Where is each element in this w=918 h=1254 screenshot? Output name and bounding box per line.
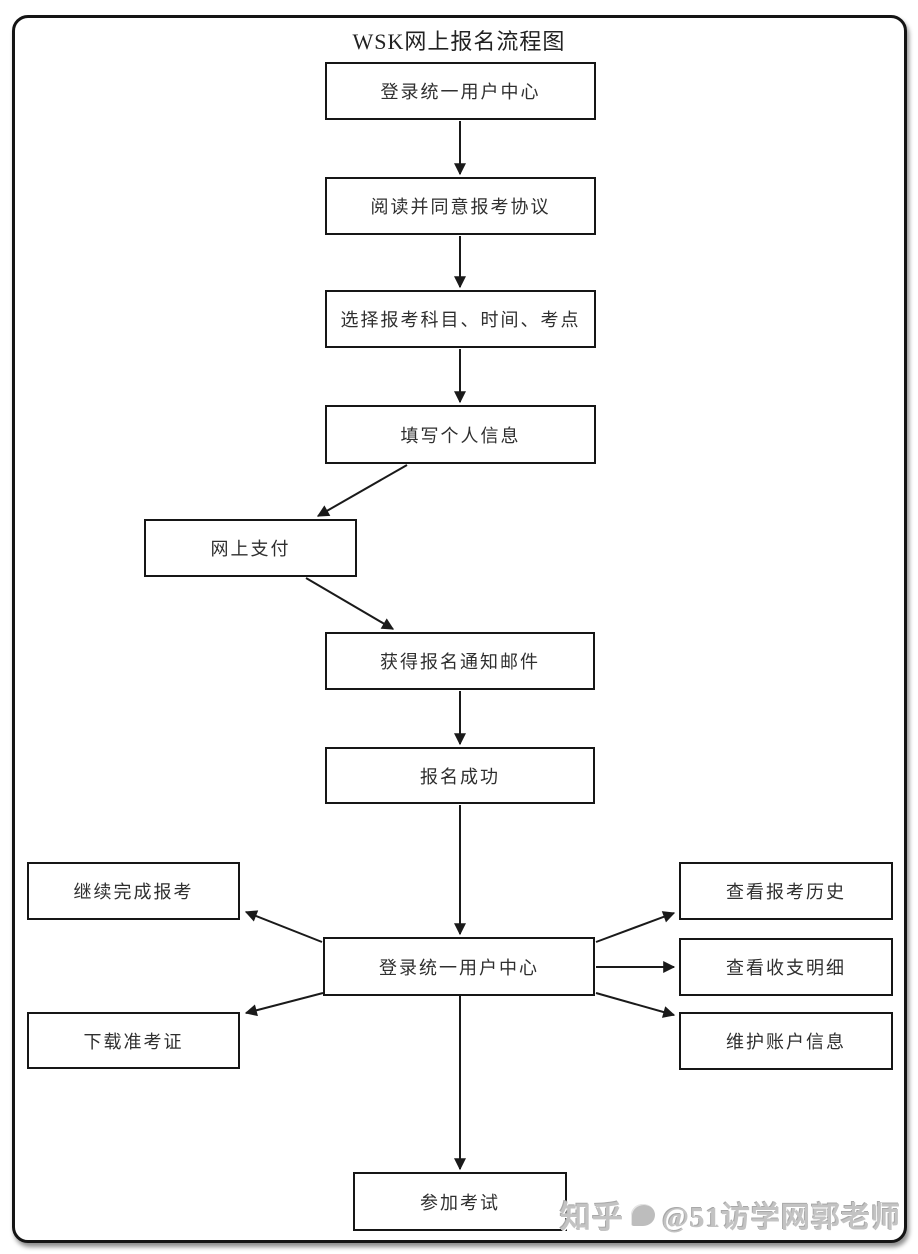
diagram-title: WSK网上报名流程图: [352, 29, 566, 54]
node-maintain-account: 维护账户信息: [679, 1012, 893, 1070]
node-agree-protocol: 阅读并同意报考协议: [325, 177, 596, 235]
watermark: 知乎 @51访学网郭老师: [560, 1192, 901, 1237]
node-notification-email: 获得报名通知邮件: [325, 632, 595, 690]
node-select-subject: 选择报考科目、时间、考点: [325, 290, 596, 348]
watermark-author-handle: @51访学网郭老师: [662, 1201, 901, 1234]
node-fill-personal-info: 填写个人信息: [325, 405, 596, 464]
zhihu-logo-icon: [631, 1203, 655, 1226]
node-view-history: 查看报考历史: [679, 862, 893, 920]
node-registration-success: 报名成功: [325, 747, 595, 804]
node-continue-registration: 继续完成报考: [27, 862, 240, 920]
node-download-ticket: 下载准考证: [27, 1012, 240, 1069]
zhihu-wordmark: 知乎: [560, 1200, 624, 1235]
node-online-payment: 网上支付: [144, 519, 357, 577]
node-login-user-center: 登录统一用户中心: [325, 62, 596, 120]
node-take-exam: 参加考试: [353, 1172, 567, 1231]
node-view-payment-detail: 查看收支明细: [679, 938, 893, 996]
node-login-user-center-hub: 登录统一用户中心: [323, 937, 595, 996]
